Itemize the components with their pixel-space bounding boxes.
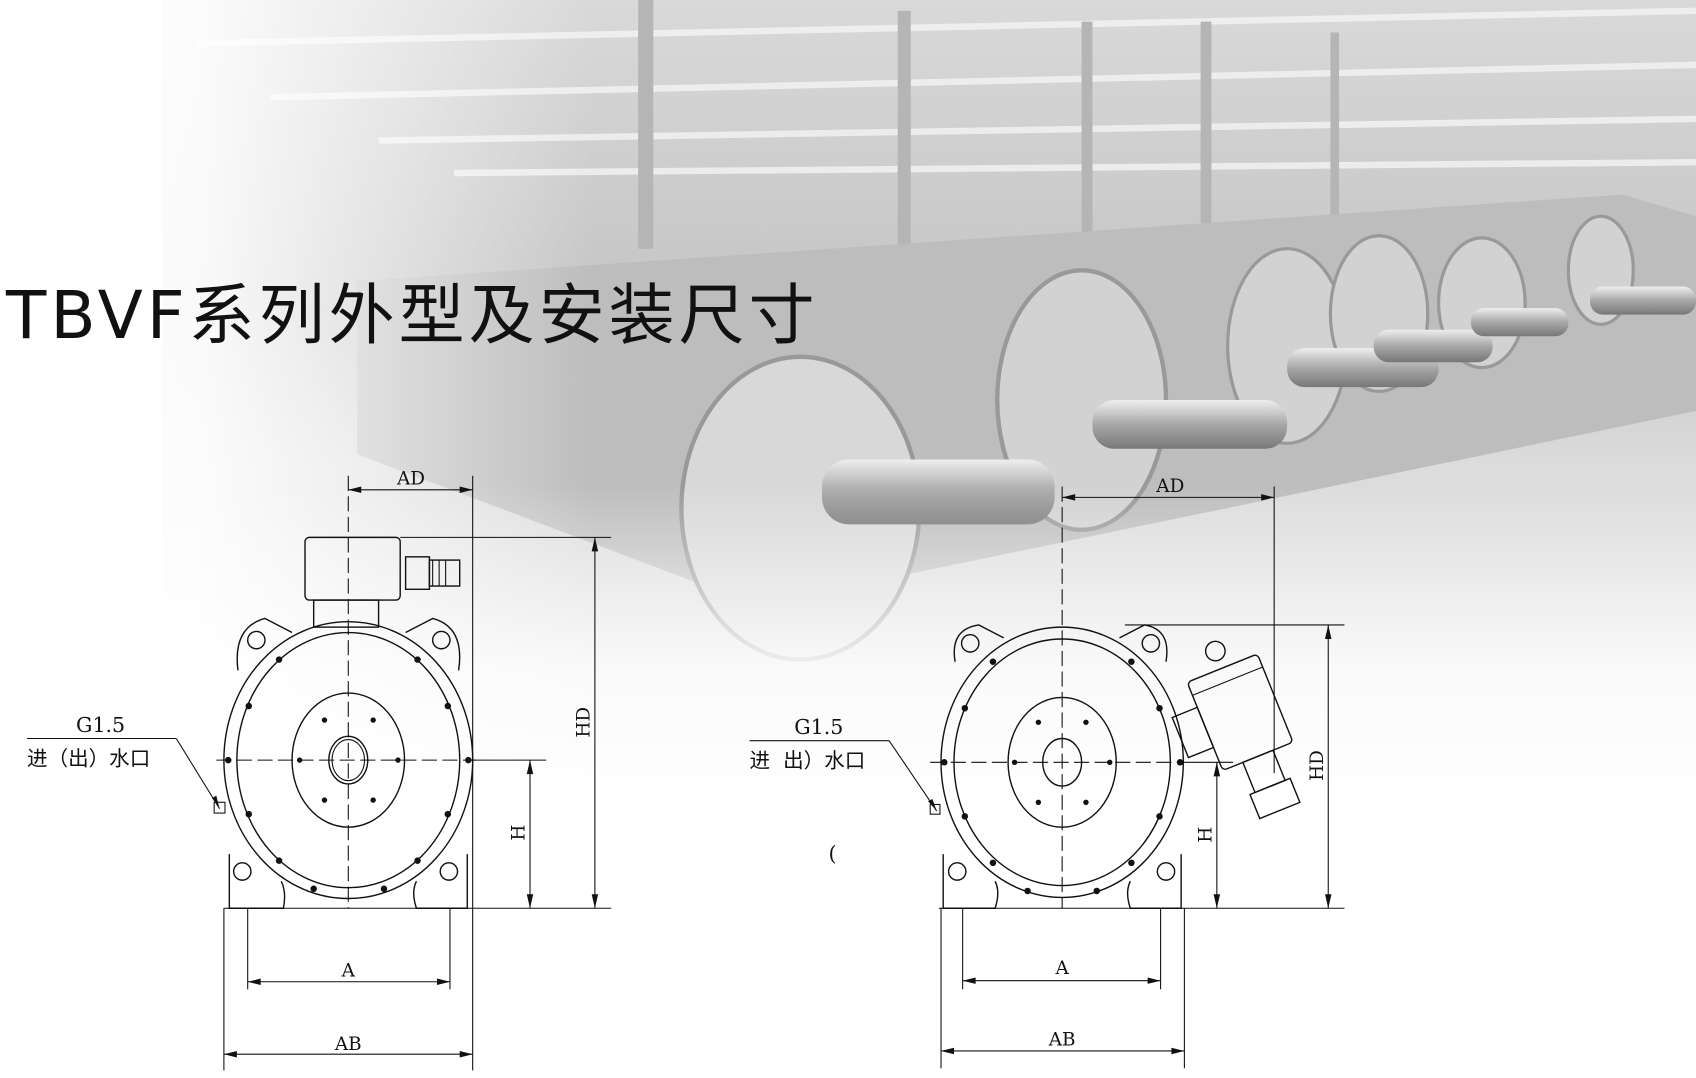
left-dim-ad: AD: [396, 468, 425, 489]
page-title: TBVF系列外型及安装尺寸: [6, 277, 819, 354]
left-port-size: G1.5: [76, 713, 125, 737]
right-dim-a: A: [1055, 958, 1070, 979]
left-port-label: 进（出）水口: [27, 747, 150, 771]
stray-paren-mark: (: [829, 842, 837, 866]
right-dim-ad: AD: [1155, 476, 1184, 497]
left-dim-h: H: [509, 825, 530, 841]
right-dim-hd: HD: [1307, 750, 1328, 781]
left-dim-a: A: [341, 960, 356, 981]
left-dim-hd: HD: [573, 707, 594, 738]
right-dim-ab: AB: [1048, 1030, 1076, 1051]
right-dim-h: H: [1195, 827, 1216, 843]
left-motor-drawing: AD HD H A AB G1.5 进（出）水口: [27, 468, 612, 1071]
right-motor-drawing: AD HD H A AB G1.5 进 出）水口 (: [750, 476, 1345, 1069]
right-port-size: G1.5: [794, 715, 843, 739]
left-dim-ab: AB: [334, 1034, 362, 1055]
right-port-label: 进 出）水口: [750, 749, 866, 773]
